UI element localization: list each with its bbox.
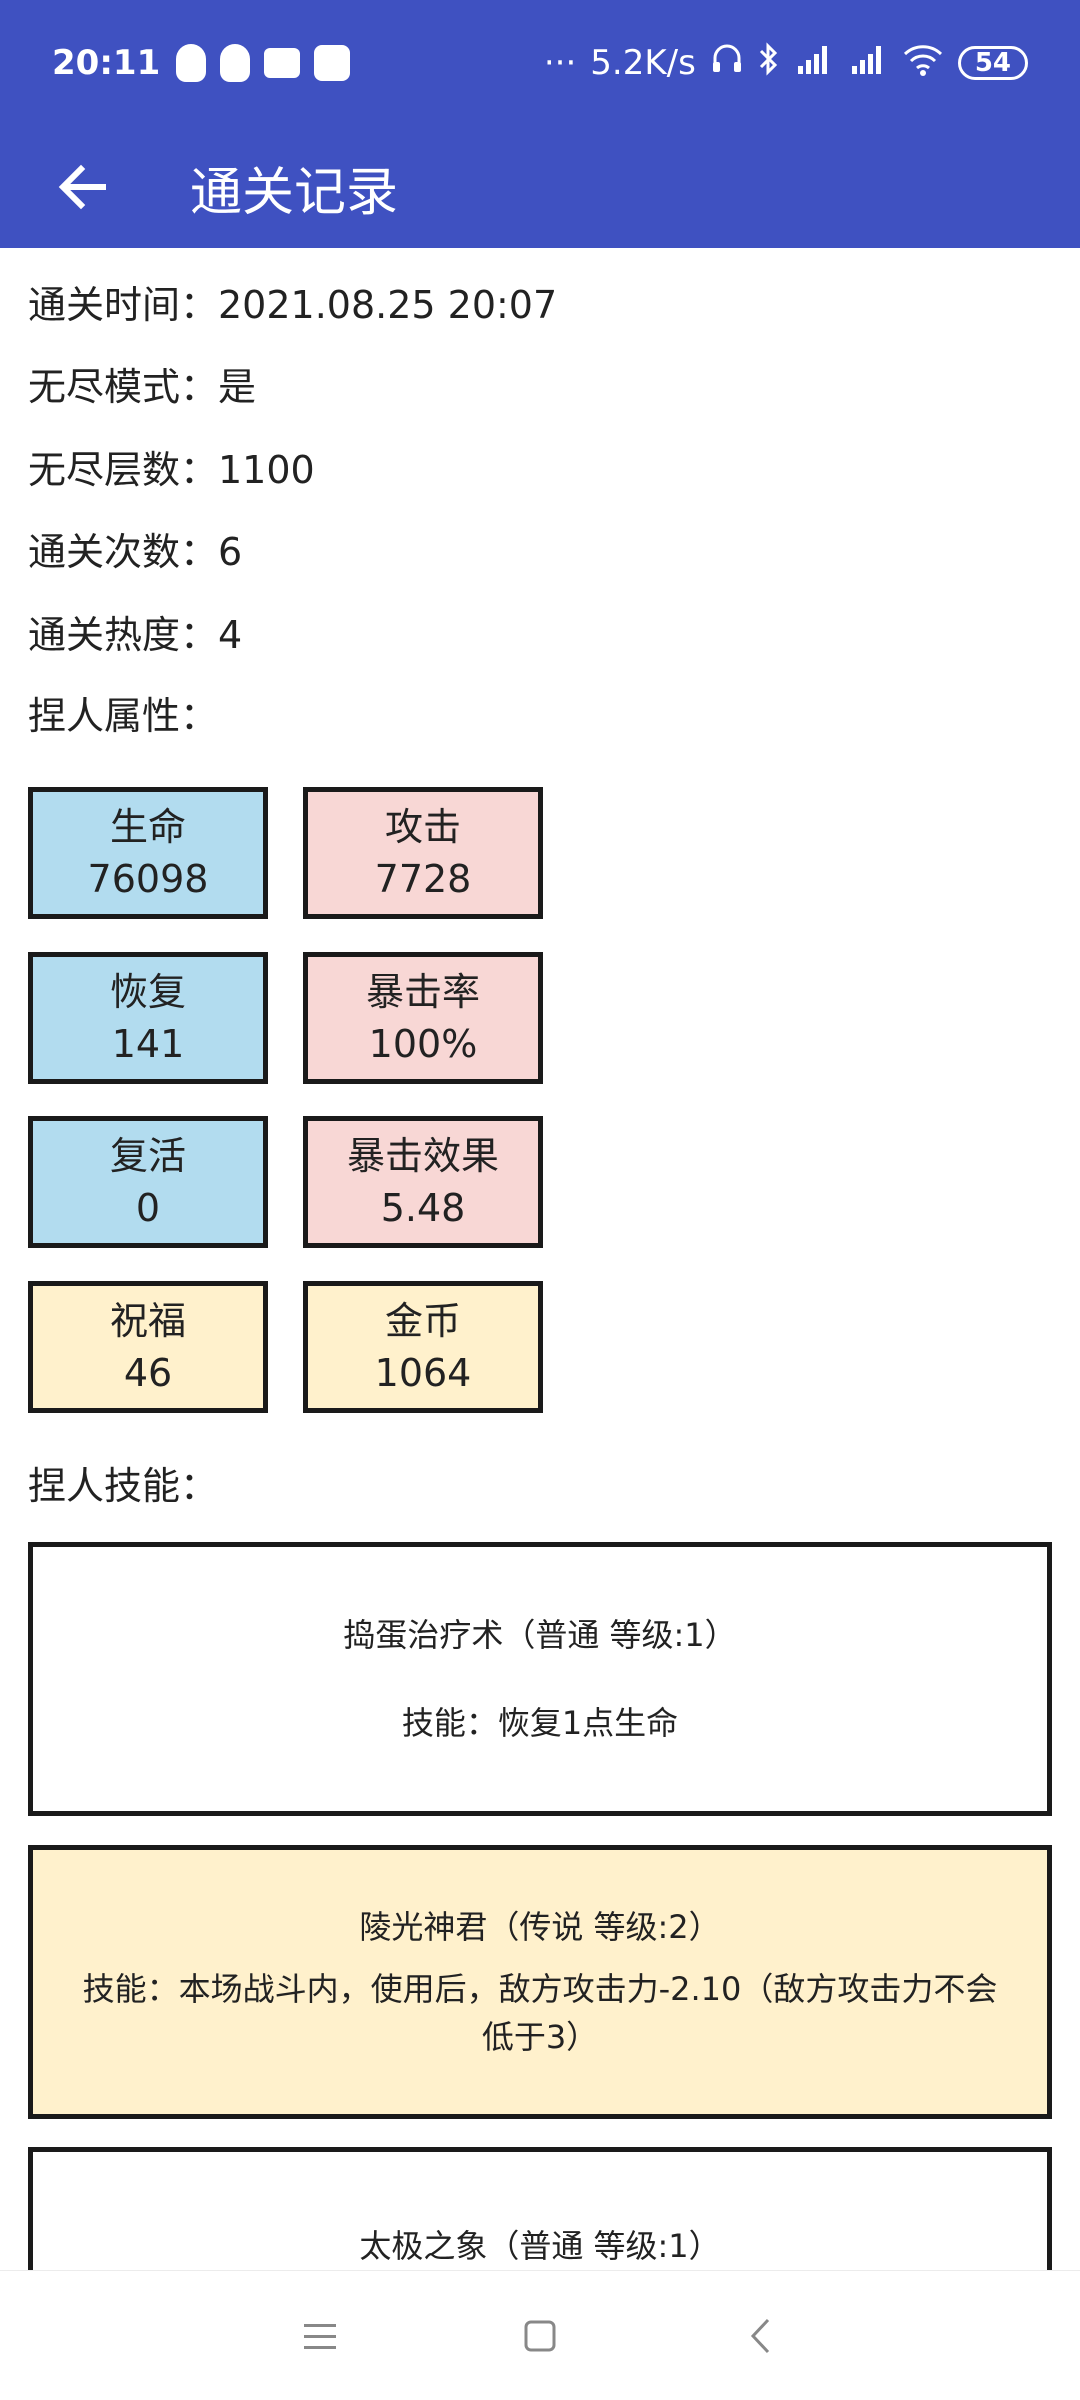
- menu-button[interactable]: [290, 2306, 350, 2366]
- status-time: 20:11: [52, 43, 161, 83]
- chat-icon: [264, 48, 301, 78]
- endless-floors: 无尽层数：1100: [28, 448, 315, 492]
- qq-icon: [176, 44, 207, 82]
- skills-label: 捏人技能：: [28, 1464, 219, 1508]
- signal-icon: [794, 42, 834, 85]
- stat-box-revive: 复活 0: [28, 1116, 268, 1248]
- stat-value: 46: [123, 1351, 173, 1395]
- skill-card: 太极之象（普通 等级:1）: [28, 2147, 1052, 2270]
- skill-card: 陵光神君（传说 等级:2） 技能：本场战斗内，使用后，敌方攻击力-2.10（敌方…: [28, 1845, 1052, 2119]
- attributes-label: 捏人属性：: [28, 694, 219, 738]
- battery-icon: 54: [957, 46, 1028, 80]
- skill-name: 太极之象（普通 等级:1）: [359, 2227, 721, 2265]
- stat-label: 恢复: [109, 970, 186, 1014]
- arrow-left-icon: [58, 164, 106, 210]
- signal-icon: [848, 42, 888, 85]
- stat-label: 攻击: [384, 805, 461, 849]
- app-bar: 通关记录: [0, 126, 1080, 248]
- stat-value: 76098: [87, 857, 209, 901]
- stat-label: 生命: [109, 805, 186, 849]
- stat-value: 5.48: [380, 1186, 466, 1230]
- stat-label: 祝福: [109, 1299, 186, 1343]
- headset-icon: [710, 42, 744, 85]
- home-button[interactable]: [510, 2306, 570, 2366]
- stat-box-attack: 攻击 7728: [303, 787, 543, 919]
- stat-value: 100%: [368, 1022, 478, 1066]
- skill-desc: 技能：恢复1点生命: [401, 1704, 679, 1742]
- stat-value: 141: [111, 1022, 185, 1066]
- page-title: 通关记录: [190, 162, 399, 223]
- stat-label: 暴击效果: [346, 1134, 499, 1178]
- clear-heat: 通关热度：4: [28, 613, 243, 657]
- stat-value: 7728: [374, 857, 472, 901]
- skill-card: 捣蛋治疗术（普通 等级:1） 技能：恢复1点生命: [28, 1542, 1052, 1816]
- more-dots: ···: [543, 43, 577, 83]
- record-content[interactable]: 通关时间：2021.08.25 20:07 无尽模式：是 无尽层数：1100 通…: [0, 248, 1080, 2270]
- baidu-icon: [314, 45, 351, 81]
- stat-label: 金币: [384, 1299, 461, 1343]
- back-chevron-icon: [750, 2318, 770, 2353]
- stat-box-crit-rate: 暴击率 100%: [303, 952, 543, 1084]
- network-speed: 5.2K/s: [590, 43, 696, 83]
- stat-label: 复活: [109, 1134, 186, 1178]
- clear-time: 通关时间：2021.08.25 20:07: [28, 283, 558, 327]
- clear-count: 通关次数：6: [28, 530, 243, 574]
- stat-box-recovery: 恢复 141: [28, 952, 268, 1084]
- menu-icon: [304, 2323, 336, 2349]
- skill-name: 捣蛋治疗术（普通 等级:1）: [343, 1616, 737, 1654]
- stat-box-blessing: 祝福 46: [28, 1281, 268, 1413]
- stat-box-gold: 金币 1064: [303, 1281, 543, 1413]
- back-button[interactable]: [42, 147, 122, 227]
- stat-box-life: 生命 76098: [28, 787, 268, 919]
- notification-icons: [176, 44, 351, 82]
- back-nav-button[interactable]: [730, 2306, 790, 2366]
- status-bar: 20:11 ··· 5.2K/s 54: [0, 0, 1080, 126]
- wifi-icon: [902, 42, 944, 85]
- stat-value: 1064: [374, 1351, 472, 1395]
- skill-name: 陵光神君（传说 等级:2）: [359, 1908, 721, 1946]
- skill-desc: 技能：本场战斗内，使用后，敌方攻击力-2.10（敌方攻击力不会低于3）: [82, 1970, 998, 2056]
- stat-value: 0: [135, 1186, 161, 1230]
- bluetooth-icon: [758, 41, 780, 86]
- stat-label: 暴击率: [365, 970, 480, 1014]
- home-square-icon: [524, 2320, 556, 2351]
- endless-mode: 无尽模式：是: [28, 365, 257, 409]
- stat-box-crit-effect: 暴击效果 5.48: [303, 1116, 543, 1248]
- system-icons: ··· 5.2K/s 54: [544, 41, 1028, 86]
- qq-icon: [220, 44, 251, 82]
- navigation-bar: [0, 2270, 1080, 2400]
